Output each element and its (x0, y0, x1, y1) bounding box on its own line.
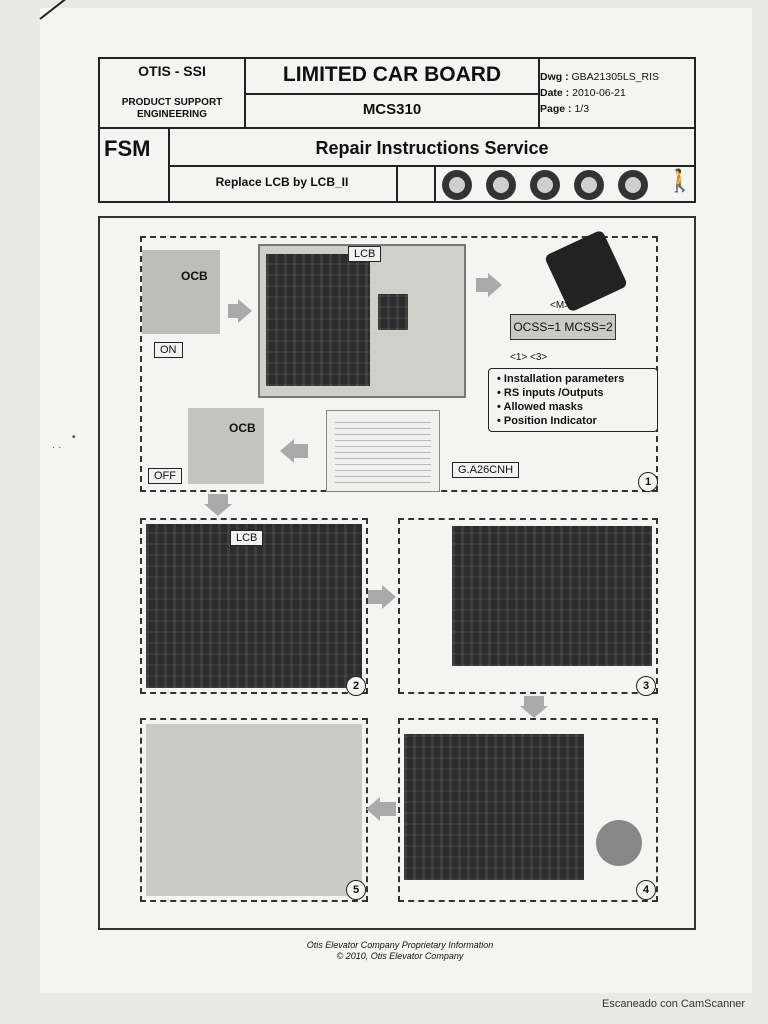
ocb-label: OCB (181, 269, 208, 283)
title-block: OTIS - SSI PRODUCT SUPPORT ENGINEERING L… (98, 57, 696, 203)
scan-speck: • (72, 432, 76, 443)
circuit-breaker-photo (142, 250, 220, 334)
circuit-breaker-off-photo (188, 408, 264, 484)
document-title: LIMITED CAR BOARD (282, 63, 502, 86)
step-3-panel: 3 (398, 518, 658, 696)
hearing-protection-icon (442, 170, 472, 200)
proprietary-notice: Otis Elevator Company Proprietary Inform… (306, 940, 494, 950)
dwg-label: Dwg : (540, 71, 569, 83)
off-label: OFF (148, 468, 182, 484)
arrow-stem (524, 696, 544, 706)
person-icon: 🚶 (666, 168, 694, 193)
footer: Otis Elevator Company Proprietary Inform… (280, 940, 520, 962)
safety-boots-icon (530, 170, 560, 200)
disconnected-board-photo (452, 526, 652, 666)
instruction-frame: OCB ON LCB <M> OCSS=1 MCSS=2 <1> <3> Ins… (98, 216, 696, 930)
page-label: Page : (540, 103, 572, 115)
step-number: 1 (638, 472, 658, 492)
empty-cabinet-photo (146, 724, 362, 896)
harness-icon (618, 170, 648, 200)
control-cabinet-photo (258, 244, 466, 398)
arrow-stem (368, 590, 382, 604)
copyright-notice: © 2010, Otis Elevator Company (336, 951, 464, 961)
arrow-stem (228, 304, 238, 318)
dwg-value: GBA21305LS_RIS (571, 71, 660, 83)
nuts-photo (596, 820, 642, 866)
arrow-down-icon (520, 706, 548, 718)
doc-type: Repair Instructions Service (315, 138, 549, 158)
ocb-label-2: OCB (229, 421, 256, 435)
m-key-label: <M> (550, 300, 571, 311)
step-number: 4 (636, 880, 656, 900)
lcb-board-photo (146, 524, 362, 688)
ocss-display: OCSS=1 MCSS=2 (510, 314, 616, 340)
arrow-right-icon (488, 273, 502, 297)
date-label: Date : (540, 87, 570, 99)
arrow-stem (294, 444, 308, 458)
board-removal-photo (404, 734, 584, 880)
scan-speck: · · (52, 442, 62, 453)
diagram-label: G.A26CNH (452, 462, 520, 478)
lcb-label: LCB (230, 530, 264, 546)
drawing-info: Dwg : GBA21305LS_RIS Date : 2010-06-21 P… (540, 69, 659, 117)
step-4-panel: 4 (398, 718, 658, 902)
lcb-label: LCB (348, 246, 382, 262)
step-5-panel: 5 (140, 718, 368, 902)
parameter-item: Allowed masks (497, 400, 649, 414)
on-label: ON (154, 342, 183, 358)
parameter-item: Position Indicator (497, 414, 649, 428)
step-1-panel: OCB ON LCB <M> OCSS=1 MCSS=2 <1> <3> Ins… (140, 229, 658, 492)
arrow-stem (380, 802, 396, 816)
company-name: OTIS - SSI (138, 63, 206, 79)
date-value: 2010-06-21 (572, 87, 626, 99)
procedure-title: Replace LCB by LCB_II (215, 175, 349, 189)
arrow-right-icon (238, 299, 252, 323)
hard-hat-icon (486, 170, 516, 200)
parameter-item: RS inputs /Outputs (497, 386, 649, 400)
gloves-icon (574, 170, 604, 200)
arrow-stem (476, 278, 488, 292)
department-name: PRODUCT SUPPORT ENGINEERING (121, 97, 223, 120)
parameter-item: Installation parameters (497, 372, 649, 386)
step-number: 3 (636, 676, 656, 696)
model-name: MCS310 (362, 101, 422, 118)
step-2-panel: LCB 2 (140, 518, 368, 696)
menu-code-label: <1> <3> (510, 352, 548, 363)
page-value: 1/3 (574, 103, 590, 115)
arrow-left-icon (280, 439, 294, 463)
step-number: 2 (346, 676, 366, 696)
arrow-down-icon (204, 504, 232, 516)
step-number: 5 (346, 880, 366, 900)
fsm-label: FSM (104, 136, 151, 161)
scanner-watermark: Escaneado con CamScanner (602, 998, 746, 1010)
parameter-list: Installation parameters RS inputs /Outpu… (488, 368, 658, 432)
arrow-right-icon (382, 585, 396, 609)
arrow-stem (208, 494, 228, 504)
arrow-left-icon (366, 797, 380, 821)
wiring-diagram-thumbnail (326, 410, 440, 492)
